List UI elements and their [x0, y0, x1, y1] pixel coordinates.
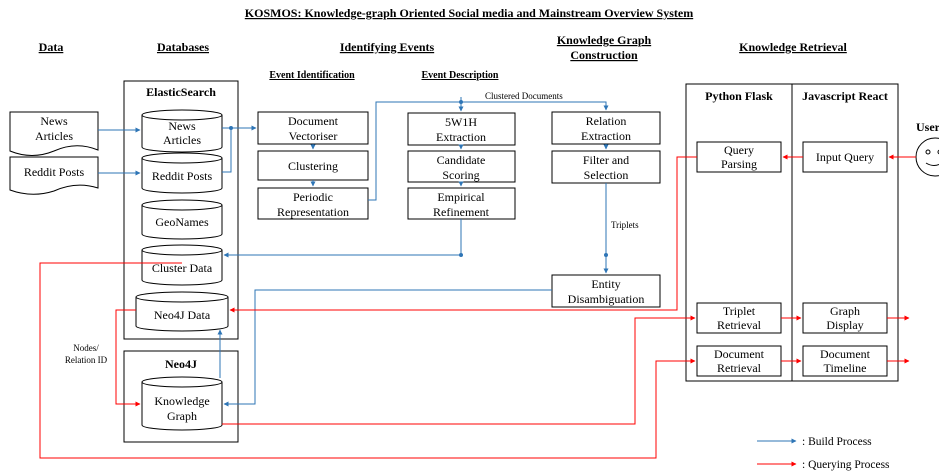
- db-reddit-label: Reddit Posts: [152, 169, 213, 183]
- neo4j-container: [123, 350, 239, 443]
- node-query-parsing: Query Parsing: [696, 141, 782, 173]
- node-input-query: Input Query: [802, 141, 888, 173]
- edge-label-nodes-line1: Nodes/: [73, 343, 99, 353]
- source-reddit-posts: Reddit Posts: [9, 156, 99, 195]
- node-triplet-retrieval: Triplet Retrieval: [696, 302, 782, 334]
- node-graph-display: Graph Display: [802, 302, 888, 334]
- node-entity-label-1: Entity: [591, 277, 620, 291]
- node-entity-disambiguation: Entity Disambiguation: [551, 274, 661, 308]
- db-kg-label-1: Knowledge: [154, 394, 209, 408]
- legend-build-label: : Build Process: [802, 436, 872, 448]
- node-empirical-refinement: Empirical Refinement: [407, 187, 516, 220]
- user-icon: [915, 137, 939, 177]
- python-flask-container: [685, 83, 793, 382]
- node-5w1h-extraction: 5W1H Extraction: [407, 112, 516, 146]
- node-document-retrieval: Document Retrieval: [696, 345, 782, 377]
- node-graph-label-1: Graph: [830, 304, 860, 318]
- node-docret-label-1: Document: [714, 347, 765, 361]
- source-news-label-1: News: [40, 114, 68, 128]
- node-graph-label-2: Display: [826, 318, 863, 332]
- node-candidate-label-1: Candidate: [437, 153, 486, 167]
- legend-query-label: : Querying Process: [802, 459, 890, 471]
- column-kg-construction-line2: Construction: [570, 48, 638, 62]
- db-news-label-1: News: [168, 119, 196, 133]
- db-cluster-label: Cluster Data: [152, 261, 213, 275]
- node-clustering-label: Clustering: [288, 159, 338, 173]
- db-geonames: GeoNames: [141, 199, 223, 240]
- edge-label-clustered-documents: Clustered Documents: [485, 91, 563, 101]
- column-identifying-events: Identifying Events: [340, 40, 435, 54]
- node-relation-label-1: Relation: [586, 114, 627, 128]
- node-docret-label-2: Retrieval: [717, 361, 762, 375]
- db-kg-label-2: Graph: [167, 409, 197, 423]
- column-knowledge-retrieval: Knowledge Retrieval: [739, 40, 847, 54]
- node-docvec-label-1: Document: [288, 114, 339, 128]
- node-empirical-label-1: Empirical: [437, 190, 485, 204]
- subheader-event-identification: Event Identification: [269, 70, 355, 81]
- column-kg-construction-line1: Knowledge Graph: [557, 33, 652, 47]
- source-news-articles: News Articles: [9, 111, 99, 156]
- node-timeline-label-2: Timeline: [824, 361, 867, 375]
- db-geonames-label: GeoNames: [155, 215, 209, 229]
- elasticsearch-label: ElasticSearch: [146, 85, 216, 99]
- node-docvec-label-2: Vectoriser: [289, 129, 338, 143]
- node-candidate-scoring: Candidate Scoring: [407, 150, 516, 183]
- node-5w1h-label-1: 5W1H: [445, 115, 477, 129]
- node-periodic-label-1: Periodic: [293, 190, 333, 204]
- legend: : Build Process : Querying Process: [757, 436, 890, 471]
- column-data: Data: [39, 40, 64, 54]
- node-query-label-2: Parsing: [721, 157, 757, 171]
- node-filter-and-selection: Filter and Selection: [551, 150, 661, 184]
- db-cluster-data: Cluster Data: [141, 244, 223, 286]
- column-databases: Databases: [157, 40, 209, 54]
- node-document-vectoriser: Document Vectoriser: [257, 111, 369, 145]
- node-periodic-representation: Periodic Representation: [257, 187, 369, 220]
- node-input-label: Input Query: [816, 150, 874, 164]
- node-relation-extraction: Relation Extraction: [551, 111, 661, 145]
- javascript-react-label: Javascript React: [802, 89, 888, 103]
- build-junction-dots: [229, 100, 608, 257]
- diagram-title: KOSMOS: Knowledge-graph Oriented Social …: [245, 6, 693, 20]
- build-process-edges: [98, 97, 609, 407]
- db-reddit-posts: Reddit Posts: [141, 152, 223, 194]
- python-flask-label: Python Flask: [705, 89, 773, 103]
- neo4j-label: Neo4J: [165, 357, 197, 371]
- javascript-react-container: [791, 83, 899, 382]
- source-reddit-label: Reddit Posts: [24, 165, 85, 179]
- user-label: User: [916, 120, 939, 134]
- node-relation-label-2: Extraction: [581, 129, 631, 143]
- edge-label-nodes-line2: Relation ID: [65, 355, 108, 365]
- db-knowledge-graph: Knowledge Graph: [141, 376, 223, 431]
- subheader-event-description: Event Description: [422, 70, 499, 81]
- node-query-label-1: Query: [724, 143, 754, 157]
- db-news-label-2: Articles: [163, 133, 201, 147]
- source-news-label-2: Articles: [35, 129, 73, 143]
- node-document-timeline: Document Timeline: [802, 345, 888, 377]
- node-candidate-label-2: Scoring: [442, 168, 479, 182]
- node-filter-label-1: Filter and: [583, 153, 629, 167]
- node-triplet-label-1: Triplet: [723, 304, 756, 318]
- node-triplet-label-2: Retrieval: [717, 318, 762, 332]
- node-5w1h-label-2: Extraction: [436, 130, 486, 144]
- node-clustering: Clustering: [257, 150, 369, 181]
- db-news-articles: News Articles: [141, 109, 223, 153]
- db-neo4j-data-label: Neo4J Data: [154, 308, 211, 322]
- node-timeline-label-1: Document: [820, 347, 871, 361]
- edge-label-triplets: Triplets: [611, 220, 639, 230]
- query-process-edges: [39, 154, 916, 459]
- node-entity-label-2: Disambiguation: [568, 292, 645, 306]
- node-filter-label-2: Selection: [584, 168, 629, 182]
- elasticsearch-container: [123, 80, 239, 340]
- db-neo4j-data: Neo4J Data: [135, 291, 229, 332]
- node-periodic-label-2: Representation: [277, 205, 349, 219]
- node-empirical-label-2: Refinement: [433, 205, 490, 219]
